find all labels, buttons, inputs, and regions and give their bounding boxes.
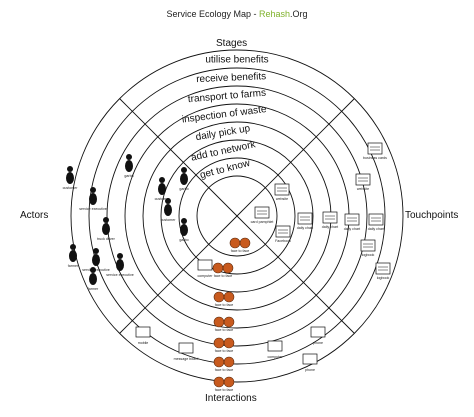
- actor-label: garbo: [124, 174, 133, 178]
- actor-label: garbo: [179, 238, 188, 242]
- touchpoint-label: logbook: [377, 276, 390, 280]
- touchpoint-label: logbook: [362, 253, 375, 257]
- touchpoint-label: daily chart: [368, 227, 384, 231]
- actor-figure: garbo: [179, 218, 189, 242]
- actor-figure: customer: [63, 166, 79, 190]
- touchpoint-item: website: [274, 183, 290, 201]
- interaction-label: face to face: [215, 349, 234, 353]
- actor-figure: truck driver: [97, 217, 116, 241]
- actor-label: service executive: [106, 273, 134, 277]
- interaction-label: face to face: [215, 303, 234, 307]
- actor-label: truck driver: [97, 237, 116, 241]
- actor-figure: garbo: [124, 154, 134, 178]
- actor-label: farmer: [88, 287, 99, 291]
- interaction-label: face to face: [231, 249, 250, 253]
- actor-figure: service executive: [79, 187, 107, 211]
- touchpoint-label: daily chart: [297, 226, 313, 230]
- title-suffix: .Org: [290, 9, 308, 19]
- interaction-icon: face to face: [212, 262, 234, 278]
- actor-figure: farmer: [68, 244, 79, 268]
- stage-label: utilise benefits: [205, 55, 268, 66]
- touchpoints-group: business cards website card pamphletFacebo…: [251, 142, 391, 280]
- interaction-label: computer: [268, 355, 284, 359]
- actor-figure: customer: [155, 177, 171, 201]
- interaction-label: face to face: [214, 274, 233, 278]
- interaction-icon: mobile: [135, 326, 151, 345]
- interactions-group: face to face face to face face to face face…: [135, 237, 326, 392]
- touchpoint-item: website: [355, 173, 371, 191]
- touchpoint-item: logbook: [375, 262, 391, 280]
- divider-nw: [119, 98, 238, 217]
- title-brand: Rehash: [259, 9, 291, 19]
- divider-ne: [236, 98, 355, 217]
- touchpoint-item: card pamphlet: [251, 206, 274, 224]
- interaction-label: face to face: [215, 388, 234, 392]
- interaction-icon: face to face: [213, 376, 235, 392]
- actor-label: farmer: [68, 264, 79, 268]
- interaction-icon: face to face: [213, 356, 235, 372]
- interaction-icon: face to face: [213, 337, 235, 353]
- touchpoint-item: daily chart: [297, 212, 313, 230]
- actor-figure: service executive: [106, 253, 134, 277]
- title-prefix: Service Ecology Map -: [166, 9, 259, 19]
- interaction-label: computer: [198, 274, 214, 278]
- interaction-icon: phone: [302, 353, 318, 372]
- map-title: Service Ecology Map - Rehash.Org: [0, 9, 474, 19]
- quadrant-label-interactions: Interactions: [205, 393, 257, 404]
- touchpoint-item: daily chart: [368, 213, 384, 231]
- touchpoint-item: business cards: [363, 142, 387, 160]
- actor-label: customer: [161, 218, 177, 222]
- actor-label: service executive: [79, 207, 107, 211]
- interaction-label: phone: [313, 341, 323, 345]
- stage-label: receive benefits: [196, 71, 266, 85]
- interaction-icon: face to face: [229, 237, 251, 253]
- quadrant-dividers: [119, 98, 355, 334]
- interaction-label: face to face: [215, 368, 234, 372]
- interaction-icon: computer: [268, 340, 284, 359]
- interaction-label: face to face: [215, 328, 234, 332]
- divider-sw: [119, 215, 238, 334]
- interaction-icon: message board: [174, 342, 199, 361]
- touchpoint-item: daily chart: [322, 211, 338, 229]
- divider-se: [236, 215, 355, 334]
- actor-label: customer: [63, 186, 79, 190]
- actor-label: customer: [155, 197, 171, 201]
- touchpoint-label: website: [357, 187, 369, 191]
- interaction-label: phone: [305, 368, 315, 372]
- interaction-label: message board: [174, 357, 199, 361]
- actor-label: garbo: [179, 187, 188, 191]
- interaction-icon: phone: [310, 326, 326, 345]
- actor-figure: customer: [161, 198, 177, 222]
- actors-group: customer service executive truck driver gar…: [63, 154, 189, 291]
- touchpoint-item: daily chart: [344, 213, 360, 231]
- interaction-icon: face to face: [213, 291, 235, 307]
- touchpoint-label: daily chart: [322, 225, 338, 229]
- touchpoint-label: card pamphlet: [251, 220, 274, 224]
- quadrant-label-stages: Stages: [216, 38, 248, 49]
- interaction-icon: computer: [198, 259, 214, 278]
- touchpoint-label: website: [276, 197, 288, 201]
- touchpoint-item: logbook: [360, 239, 376, 257]
- touchpoint-label: business cards: [363, 156, 387, 160]
- touchpoint-label: Facebook: [275, 239, 291, 243]
- touchpoint-item: Facebook: [275, 225, 291, 243]
- actor-figure: garbo: [179, 167, 189, 191]
- interaction-icon: face to face: [213, 316, 235, 332]
- actor-figure: farmer: [88, 267, 99, 291]
- touchpoint-label: daily chart: [344, 227, 360, 231]
- quadrant-label-actors: Actors: [20, 210, 49, 221]
- quadrant-label-touchpoints: Touchpoints: [405, 210, 459, 221]
- interaction-label: mobile: [138, 341, 149, 345]
